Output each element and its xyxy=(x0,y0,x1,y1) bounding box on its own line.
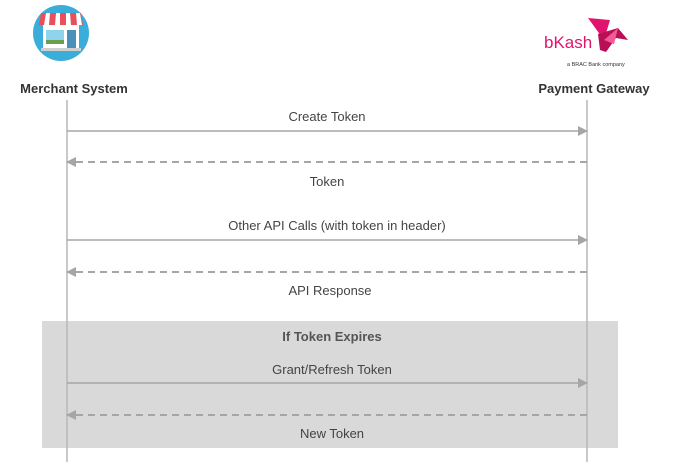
message-label-grant-refresh-token: Grant/Refresh Token xyxy=(272,362,392,377)
brand-tagline: a BRAC Bank company xyxy=(567,62,625,68)
message-label-token: Token xyxy=(310,174,345,189)
group-box xyxy=(42,321,618,448)
message-label-create-token: Create Token xyxy=(288,109,365,124)
payment-gateway-label: Payment Gateway xyxy=(538,81,650,96)
merchant-system-label: Merchant System xyxy=(20,81,128,96)
message-label-new-token: New Token xyxy=(300,426,364,441)
brand-logo-text: bKash xyxy=(544,33,592,52)
message-label-api-response: API Response xyxy=(288,283,371,298)
group-title: If Token Expires xyxy=(282,329,381,344)
bkash-bird-logo: bKash a BRAC Bank company xyxy=(544,18,628,68)
storefront-icon xyxy=(33,5,89,61)
message-label-other-api-calls: Other API Calls (with token in header) xyxy=(228,218,446,233)
